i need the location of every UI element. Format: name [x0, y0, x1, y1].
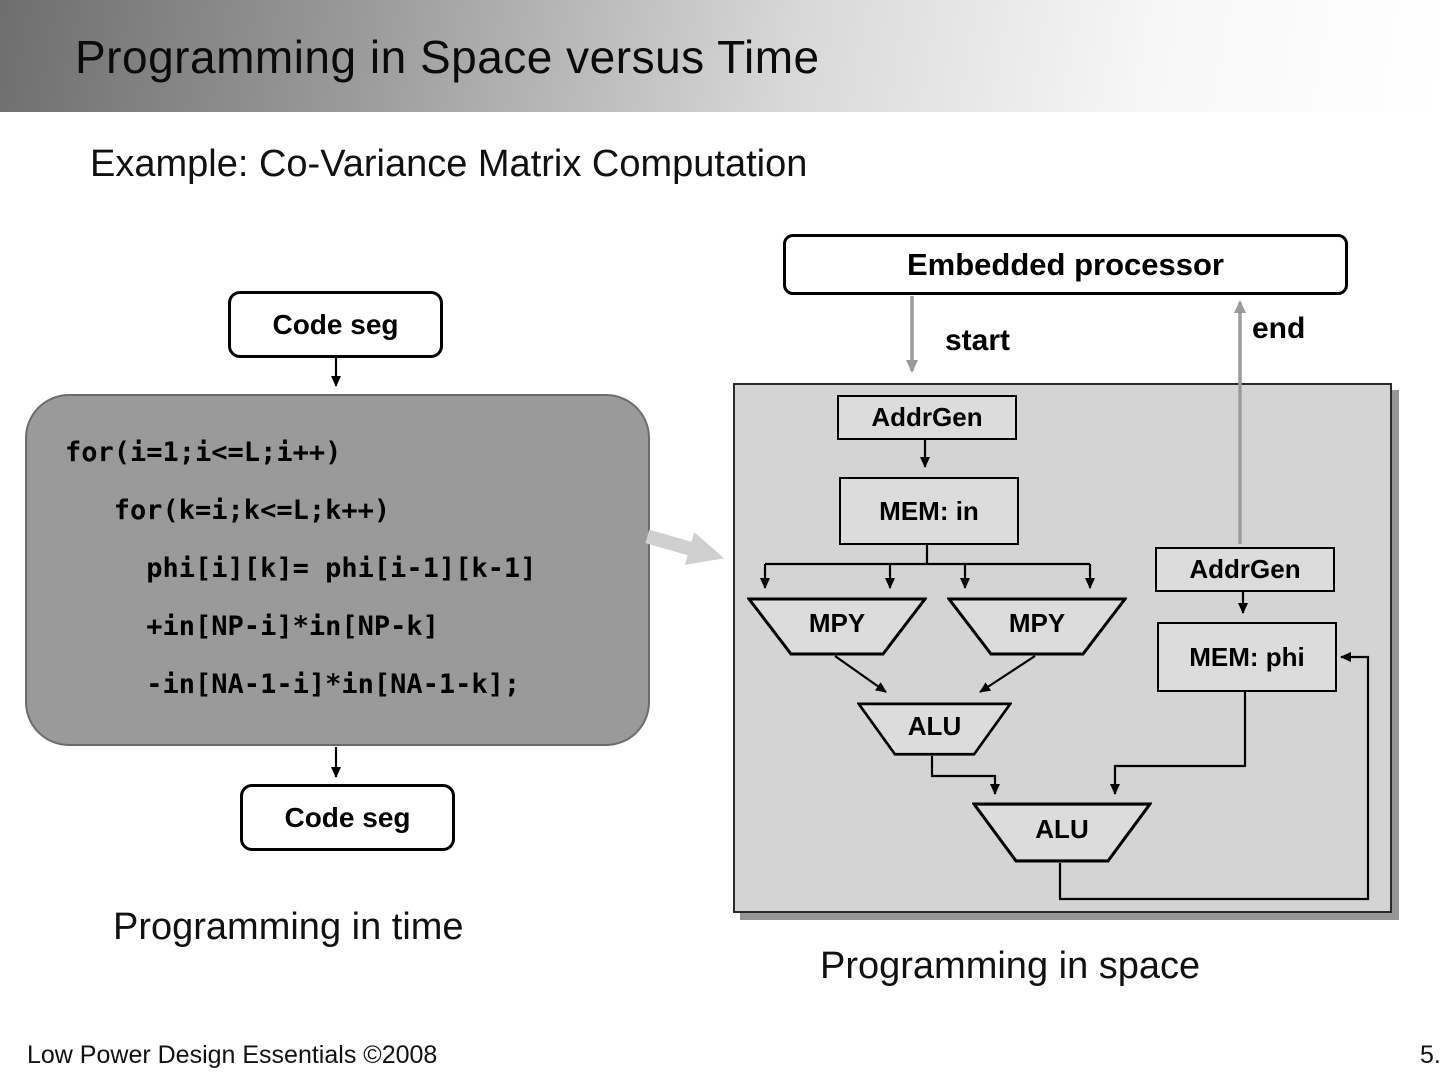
- code-seg-top-box: Code seg: [228, 291, 443, 358]
- mem-in-unit: MEM: in: [839, 477, 1019, 545]
- addrgen1-unit: AddrGen: [837, 395, 1017, 440]
- datapath-panel: AddrGen MEM: in MPY MPY ALU AddrGen: [733, 383, 1392, 913]
- code-seg-bottom-box: Code seg: [240, 784, 455, 851]
- code-line: phi[i][k]= phi[i-1][k-1]: [65, 553, 537, 584]
- code-snippet-box: for(i=1;i<=L;i++) for(k=i;k<=L;k++) phi[…: [25, 394, 650, 746]
- code-line: for(k=i;k<=L;k++): [65, 495, 391, 526]
- code-line: for(i=1;i<=L;i++): [65, 437, 342, 468]
- mpy-left-unit: MPY: [747, 597, 927, 657]
- embedded-processor-box: Embedded processor: [783, 234, 1348, 295]
- block-arrow-right-icon: [645, 529, 725, 565]
- code-line: -in[NA-1-i]*in[NA-1-k];: [65, 669, 521, 700]
- mpy-left-label: MPY: [808, 607, 866, 638]
- alu1-label: ALU: [907, 710, 962, 741]
- alu1-unit: ALU: [857, 702, 1012, 757]
- trapezoid-shape: [857, 702, 1012, 756]
- end-label: end: [1252, 312, 1306, 345]
- mpy-right-label: MPY: [1008, 607, 1066, 638]
- mpy-right-unit: MPY: [947, 597, 1127, 657]
- addrgen2-label: AddrGen: [1189, 554, 1301, 584]
- slide-subtitle: Example: Co-Variance Matrix Computation: [90, 143, 808, 185]
- code-seg-top-label: Code seg: [272, 308, 399, 340]
- title-banner: Programming in Space versus Time: [0, 0, 1440, 112]
- alu2-label: ALU: [1035, 813, 1089, 844]
- footer-credit: Low Power Design Essentials ©2008: [27, 1041, 438, 1069]
- addrgen1-label: AddrGen: [871, 402, 983, 432]
- mem-phi-unit: MEM: phi: [1157, 622, 1337, 692]
- trapezoid-shape: [747, 597, 927, 656]
- alu2-unit: ALU: [972, 802, 1152, 864]
- mem-in-label: MEM: in: [879, 495, 979, 526]
- caption-programming-in-time: Programming in time: [113, 906, 464, 948]
- trapezoid-shape: [947, 597, 1127, 656]
- code-seg-bottom-label: Code seg: [284, 801, 411, 833]
- code-line: +in[NP-i]*in[NP-k]: [65, 611, 439, 642]
- slide-number: 5.: [1420, 1041, 1440, 1069]
- embedded-processor-label: Embedded processor: [907, 246, 1224, 282]
- caption-programming-in-space: Programming in space: [820, 945, 1201, 987]
- start-label: start: [945, 324, 1011, 357]
- addrgen2-unit: AddrGen: [1155, 547, 1335, 592]
- mem-phi-label: MEM: phi: [1189, 641, 1305, 672]
- slide-title: Programming in Space versus Time: [75, 31, 820, 83]
